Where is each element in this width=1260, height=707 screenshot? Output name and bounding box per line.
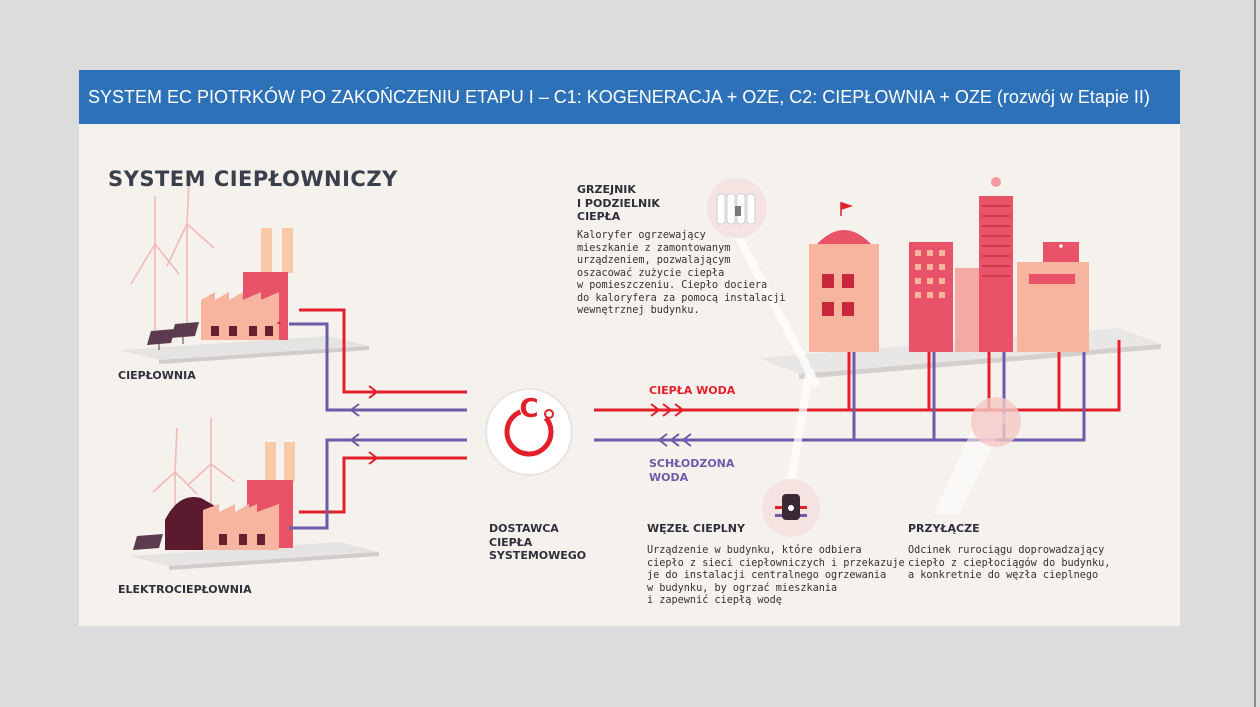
- elektrocieplownia-label: ELEKTROCIEPŁOWNIA: [118, 583, 252, 596]
- connection-icon: [934, 397, 1021, 514]
- window-edge-line: [1254, 0, 1256, 707]
- radiator-title-line: CIEPŁA: [577, 210, 621, 223]
- radiator-desc-line: do kaloryfera za pomocą instalacji: [577, 292, 786, 304]
- cooled-water-label: SCHŁODZONA WODA: [649, 457, 734, 484]
- radiator-title-line: GRZEJNIK: [577, 183, 636, 196]
- cold-water-pipe: [594, 340, 1086, 442]
- node-description: Urządzenie w budynku, które odbiera ciep…: [647, 545, 905, 608]
- title-bar: SYSTEM EC PIOTRKÓW PO ZAKOŃCZENIU ETAPU …: [79, 70, 1180, 124]
- supplier-label: DOSTAWCA CIEPŁA SYSTEMOWEGO: [489, 522, 586, 563]
- radiator-desc-line: urządzeniem, pozwalającym: [577, 255, 731, 266]
- connection-title: PRZYŁĄCZE: [908, 522, 980, 535]
- heat-exchanger-icon: [762, 373, 820, 537]
- factory-icon: [201, 228, 293, 340]
- city-buildings-icon: [809, 177, 1089, 352]
- node-desc-line: Urządzenie w budynku, które odbiera: [647, 545, 862, 556]
- node-desc-line: ciepło z sieci ciepłowniczych i przekazu…: [647, 557, 905, 569]
- slide: SYSTEM EC PIOTRKÓW PO ZAKOŃCZENIU ETAPU …: [79, 70, 1180, 626]
- solar-panel-icon: [147, 322, 199, 350]
- elektrocieplownia-platform: [129, 542, 379, 570]
- wind-turbine-icon: [130, 179, 215, 330]
- district-heating-diagram: [119, 177, 1161, 570]
- connection-desc-line: Odcinek rurociągu doprowadzający: [908, 545, 1105, 556]
- supplier-logo: [485, 388, 573, 476]
- cieplownia-platform: [119, 336, 369, 364]
- flow-arrows: [650, 403, 692, 447]
- radiator-desc-line: oszacować zużycie ciepła: [577, 267, 725, 279]
- left-hot-pipes: [277, 308, 467, 514]
- diagram-heading: SYSTEM CIEPŁOWNICZY: [108, 167, 398, 191]
- radiator-desc-line: mieszkanie z zamontowanym: [577, 242, 731, 254]
- node-desc-line: i zapewnić ciepłą wodę: [647, 595, 782, 606]
- factory-icon: [165, 442, 295, 550]
- radiator-desc-line: wewnętrznej budynku.: [577, 305, 700, 316]
- node-desc-line: je do instalacji centralnego ogrzewania: [647, 570, 887, 581]
- left-arrows: [349, 385, 379, 465]
- supplier-label-line: DOSTAWCA: [489, 522, 559, 535]
- supplier-label-line: CIEPŁA: [489, 535, 533, 549]
- radiator-title: GRZEJNIK I PODZIELNIK CIEPŁA: [577, 183, 660, 224]
- node-title: WĘZEŁ CIEPLNY: [647, 522, 745, 535]
- connection-desc-line: ciepło z ciepłociągów do budynku,: [908, 557, 1111, 569]
- radiator-description: Kaloryfer ogrzewający mieszkanie z zamon…: [577, 230, 786, 318]
- radiator-title-line: I PODZIELNIK: [577, 196, 660, 210]
- solar-panel-icon: [133, 534, 163, 550]
- radiator-desc-line: Kaloryfer ogrzewający: [577, 230, 706, 241]
- radiator-desc-line: w pomieszczeniu. Ciepło dociera: [577, 280, 768, 291]
- slide-title: SYSTEM EC PIOTRKÓW PO ZAKOŃCZENIU ETAPU …: [88, 87, 1150, 107]
- connection-desc-line: a konkretnie do węzła cieplnego: [908, 570, 1099, 581]
- hot-water-label: CIEPŁA WODA: [649, 384, 736, 397]
- cooled-water-label-line: WODA: [649, 470, 689, 484]
- radiator-icon: [707, 178, 821, 388]
- supplier-logo-letter: C: [519, 394, 539, 424]
- cieplownia-label: CIEPŁOWNIA: [118, 369, 196, 382]
- node-desc-line: w budynku, by ogrzać mieszkania: [647, 582, 838, 594]
- wind-turbine-icon: [152, 418, 236, 536]
- connection-description: Odcinek rurociągu doprowadzający ciepło …: [908, 545, 1110, 583]
- cooled-water-label-line: SCHŁODZONA: [649, 457, 735, 470]
- left-cold-pipes: [289, 322, 467, 530]
- supplier-label-line: SYSTEMOWEGO: [489, 549, 587, 562]
